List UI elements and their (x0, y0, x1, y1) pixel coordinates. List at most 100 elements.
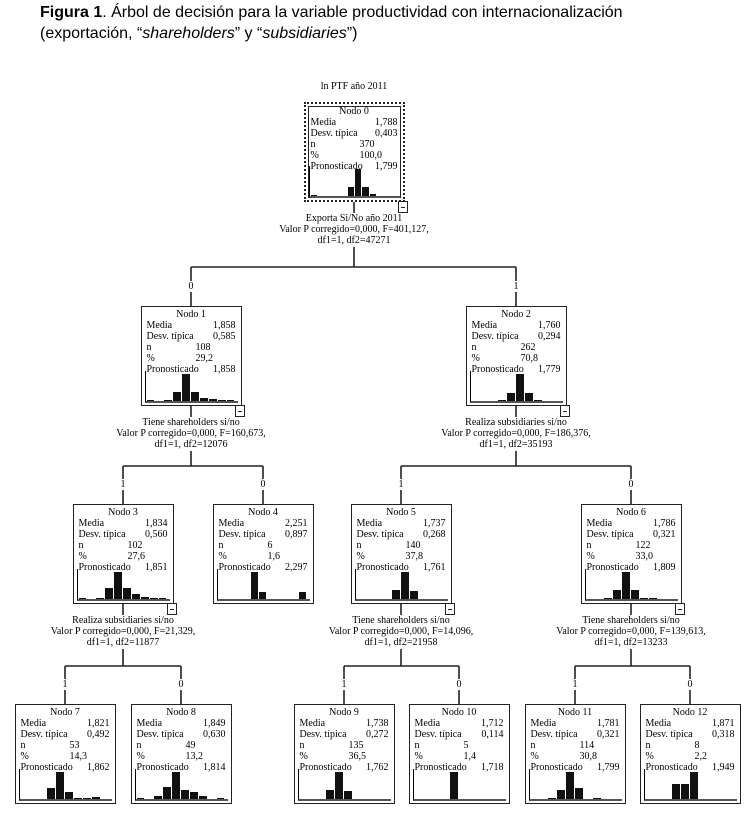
row-value-mean: 1,781 (597, 718, 620, 729)
row-label: Pronosticado (471, 364, 524, 375)
collapse-node-5-button[interactable] (444, 603, 455, 615)
collapse-node-6-button[interactable] (674, 603, 685, 615)
node-title: Nodo 2 (501, 309, 531, 320)
histogram-bar (73, 797, 82, 799)
split-df: df1=1, df2=13233 (594, 637, 668, 648)
row-value-predicted: 1,718 (481, 762, 504, 773)
row-label: n (310, 139, 316, 150)
row-label: Desv. típica (146, 331, 194, 342)
node-row-pct: %14,3 (16, 751, 115, 762)
histogram-bar (216, 797, 225, 799)
histogram-bar (140, 597, 149, 599)
histogram-bar (149, 597, 158, 599)
node-histogram (216, 569, 310, 601)
node-row-pct: %37,8 (352, 551, 451, 562)
row-label: Pronosticado (310, 161, 363, 172)
row-value-n: 8 (694, 740, 700, 751)
row-label: n (20, 740, 26, 751)
row-value-std: 0,321 (597, 729, 620, 740)
collapse-node-3-button[interactable] (166, 603, 177, 615)
split-stat: Valor P corregido=0,000, F=139,613, (556, 626, 706, 637)
histogram-bar (409, 590, 418, 599)
node-row-pct: %1,4 (410, 751, 509, 762)
histogram-bar (164, 399, 173, 401)
split-variable: Tiene shareholders si/no (582, 615, 680, 626)
row-value-n: 102 (127, 540, 143, 551)
figure-label: Figura 1 (40, 4, 103, 21)
histogram-bar (622, 572, 630, 599)
row-label: n (530, 740, 536, 751)
collapse-node-1-button[interactable] (234, 405, 245, 417)
node-title: Nodo 8 (166, 707, 196, 718)
row-label: Media (310, 117, 337, 128)
caption-line-2: (exportación, “shareholders” y “subsidia… (40, 23, 740, 44)
histogram-bar (392, 589, 400, 599)
collapse-node-2-button[interactable] (559, 405, 570, 417)
node-title: Nodo 3 (108, 507, 138, 518)
node-histogram (528, 769, 622, 801)
row-label: Pronosticado (299, 762, 352, 773)
row-value-n: 370 (359, 139, 375, 150)
histogram-bar (96, 598, 105, 599)
histogram-bar (566, 772, 574, 799)
node-title: Nodo 1 (176, 309, 206, 320)
branch-label-0: 0 (453, 679, 465, 690)
row-label: Pronosticado (20, 762, 73, 773)
histogram-bar (310, 195, 317, 196)
collapse-node-0-button[interactable] (397, 201, 408, 213)
row-label: % (530, 751, 539, 762)
row-value-mean: 1,849 (203, 718, 226, 729)
split-df: df1=1, df2=47271 (317, 235, 391, 246)
split-stat: Valor P corregido=0,000, F=160,673, (116, 428, 266, 439)
split-variable: Exporta Si/No año 2011 (305, 213, 403, 224)
histogram-bar (681, 784, 689, 799)
row-label: n (645, 740, 651, 751)
split-stat: Valor P corregido=0,000, F=401,127, (279, 224, 429, 235)
row-label: % (414, 751, 423, 762)
row-value-predicted: 1,799 (597, 762, 620, 773)
histogram-bar (401, 572, 409, 599)
node-histogram (643, 769, 737, 801)
branch-label-1: 1 (395, 479, 407, 490)
row-value-predicted: 1,858 (213, 364, 236, 375)
node-histogram (297, 769, 391, 801)
histogram-bar (105, 588, 114, 599)
histogram-bar (299, 592, 307, 599)
split-df: df1=1, df2=35193 (479, 439, 553, 450)
histogram-bar (82, 797, 91, 799)
